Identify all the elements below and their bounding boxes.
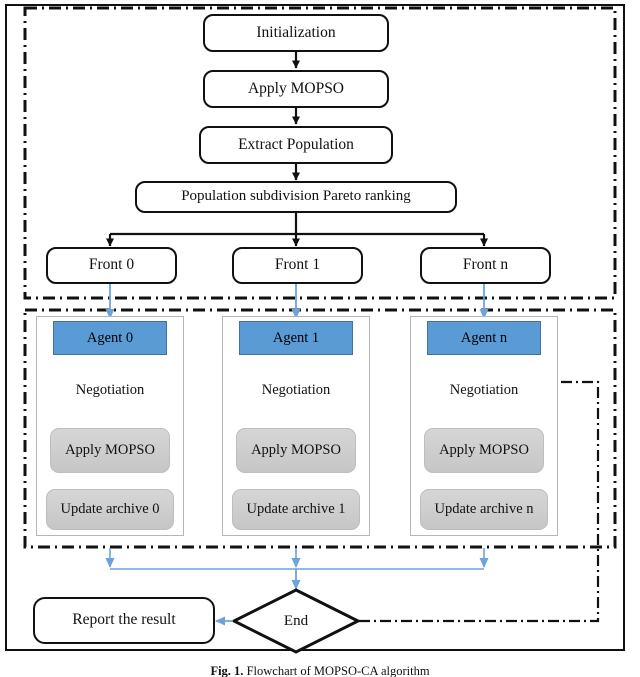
box-front-1-label: Front 1: [274, 256, 321, 274]
agent-n-update-archive[interactable]: Update archive n: [420, 489, 548, 530]
agent-1-header[interactable]: Agent 1: [239, 321, 353, 355]
agent-n-header[interactable]: Agent n: [427, 321, 541, 355]
agent-n-negotiation-label: Negotiation: [449, 381, 519, 398]
agent-n-apply-mopso-label: Apply MOPSO: [439, 442, 529, 458]
figure-caption-prefix: Fig. 1.: [210, 664, 244, 677]
box-front-0-label: Front 0: [88, 256, 135, 274]
agent-0-header-label: Agent 0: [86, 329, 134, 346]
box-report-result-label: Report the result: [72, 611, 176, 629]
agent-0-apply-mopso[interactable]: Apply MOPSO: [50, 428, 170, 473]
agent-1-apply-mopso[interactable]: Apply MOPSO: [236, 428, 356, 473]
box-extract-population-label: Extract Population: [238, 135, 354, 153]
agent-0-apply-mopso-label: Apply MOPSO: [65, 442, 155, 458]
box-report-result[interactable]: Report the result: [33, 597, 215, 644]
box-front-n[interactable]: Front n: [420, 247, 551, 284]
agent-1-update-archive[interactable]: Update archive 1: [232, 489, 360, 530]
agent-0-negotiation[interactable]: Negotiation: [42, 371, 178, 409]
box-initialization[interactable]: Initialization: [203, 14, 389, 52]
box-apply-mopso[interactable]: Apply MOPSO: [203, 70, 389, 108]
box-front-0[interactable]: Front 0: [46, 247, 177, 284]
agent-0-update-archive[interactable]: Update archive 0: [46, 489, 174, 530]
agent-0-negotiation-label: Negotiation: [75, 381, 145, 398]
agent-n-apply-mopso[interactable]: Apply MOPSO: [424, 428, 544, 473]
box-initialization-label: Initialization: [256, 23, 336, 41]
box-population-subdivision-label: Population subdivision Pareto ranking: [181, 188, 411, 205]
box-front-1[interactable]: Front 1: [232, 247, 363, 284]
box-extract-population[interactable]: Extract Population: [199, 126, 393, 164]
agent-1-update-archive-label: Update archive 1: [246, 501, 346, 517]
figure-caption-text: Flowchart of MOPSO-CA algorithm: [243, 664, 430, 677]
figure-caption: Fig. 1. Flowchart of MOPSO-CA algorithm: [0, 664, 640, 677]
agent-0-update-archive-label: Update archive 0: [60, 501, 160, 517]
end-diamond-label-wrap[interactable]: End: [246, 608, 346, 634]
agent-1-negotiation[interactable]: Negotiation: [228, 371, 364, 409]
end-label: End: [283, 612, 309, 629]
agent-n-header-label: Agent n: [460, 329, 508, 346]
agent-n-negotiation[interactable]: Negotiation: [416, 371, 552, 409]
agent-1-negotiation-label: Negotiation: [261, 381, 331, 398]
box-front-n-label: Front n: [462, 256, 509, 274]
agent-1-apply-mopso-label: Apply MOPSO: [251, 442, 341, 458]
agent-n-update-archive-label: Update archive n: [434, 501, 534, 517]
box-apply-mopso-label: Apply MOPSO: [247, 79, 345, 97]
agent-1-header-label: Agent 1: [272, 329, 320, 346]
agent-0-header[interactable]: Agent 0: [53, 321, 167, 355]
box-population-subdivision[interactable]: Population subdivision Pareto ranking: [135, 181, 457, 213]
